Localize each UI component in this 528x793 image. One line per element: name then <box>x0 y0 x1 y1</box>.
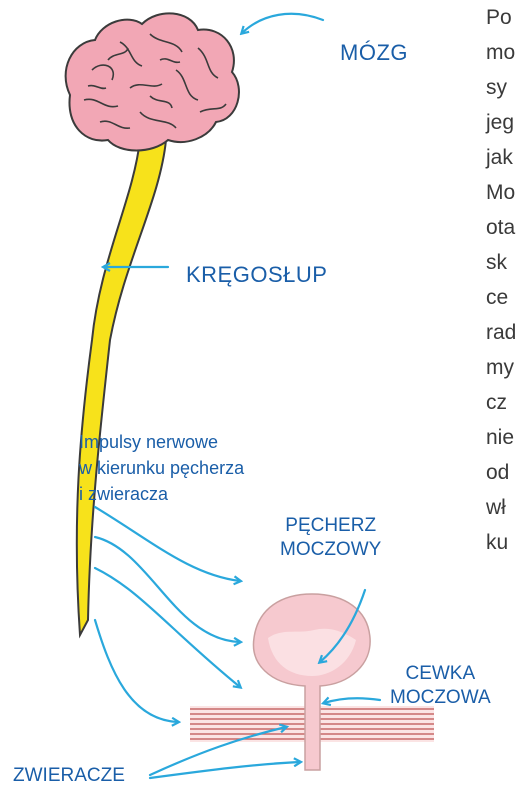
side-text-line: sy <box>486 70 516 105</box>
impulses-line-1: Impulsy nerwowe <box>79 429 244 455</box>
spine-label: KRĘGOSŁUP <box>186 262 327 288</box>
sphincters-label: ZWIERACZE <box>13 764 125 788</box>
brain-label: MÓZG <box>340 40 408 66</box>
side-text-column: Po mo sy jeg jak Mo ota sk ce rad my cz … <box>486 0 516 560</box>
side-text-line: nie <box>486 420 516 455</box>
impulses-line-3: i zwieracza <box>79 481 244 507</box>
impulse-arrow-4 <box>95 620 178 722</box>
urethra-line-1: CEWKA <box>390 662 491 686</box>
impulse-arrow-3 <box>95 568 240 687</box>
side-text-line: my <box>486 350 516 385</box>
urethra-line-2: MOCZOWA <box>390 686 491 710</box>
side-text-line: ota <box>486 210 516 245</box>
brain <box>66 13 239 150</box>
side-text-line: sk <box>486 245 516 280</box>
bladder-line-1: PĘCHERZ <box>280 514 381 538</box>
impulse-arrow-1 <box>95 507 240 581</box>
bladder-label: PĘCHERZ MOCZOWY <box>280 514 381 562</box>
side-text-line: jak <box>486 140 516 175</box>
side-text-line: jeg <box>486 105 516 140</box>
side-text-line: ku <box>486 525 516 560</box>
side-text-line: mo <box>486 35 516 70</box>
side-text-line: Mo <box>486 175 516 210</box>
side-text-line: cz <box>486 385 516 420</box>
side-text-line: Po <box>486 0 516 35</box>
impulses-label: Impulsy nerwowe w kierunku pęcherza i zw… <box>79 429 244 507</box>
side-text-line: ce <box>486 280 516 315</box>
side-text-line: od <box>486 455 516 490</box>
side-text-line: rad <box>486 315 516 350</box>
arrow-to-urethra <box>324 698 380 703</box>
spinal-cord <box>77 140 166 635</box>
urethra-label: CEWKA MOCZOWA <box>390 662 491 710</box>
arrow-to-brain <box>242 14 323 33</box>
bladder-line-2: MOCZOWY <box>280 538 381 562</box>
impulses-line-2: w kierunku pęcherza <box>79 455 244 481</box>
side-text-line: wł <box>486 490 516 525</box>
